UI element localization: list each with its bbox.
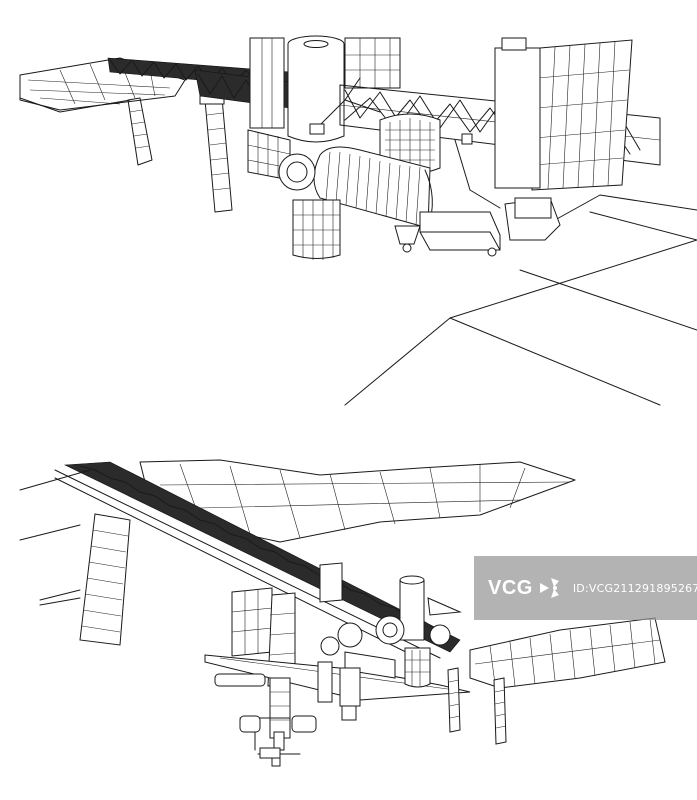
watermark-mark-icon <box>539 578 559 598</box>
robotic-arm <box>309 77 501 209</box>
hanging-modules <box>214 661 361 767</box>
right-solar-array <box>494 37 633 191</box>
left-solar-array <box>19 57 186 113</box>
watermark-banner: VCG ID:VCG211291895267 <box>474 556 697 620</box>
station-illustration-bottom <box>0 430 697 800</box>
station-deck <box>344 194 697 406</box>
space-station-drawing-top <box>19 35 697 406</box>
main-truss-diagonal <box>54 461 461 665</box>
module-cluster <box>320 575 462 688</box>
left-radiator-panels <box>127 95 233 213</box>
watermark-id: ID:VCG211291895267 <box>572 581 697 595</box>
right-solar-wing <box>469 617 666 689</box>
left-radiator <box>19 469 131 646</box>
lower-equipment <box>394 197 561 257</box>
watermark-logo: VCG <box>488 575 563 601</box>
watermark-brand: VCG <box>488 576 533 599</box>
station-illustration-top <box>19 35 697 406</box>
pod-modules <box>247 129 341 260</box>
space-station-drawing-bottom <box>19 459 666 767</box>
right-hanging-panels <box>447 667 507 745</box>
central-modules <box>249 35 401 143</box>
